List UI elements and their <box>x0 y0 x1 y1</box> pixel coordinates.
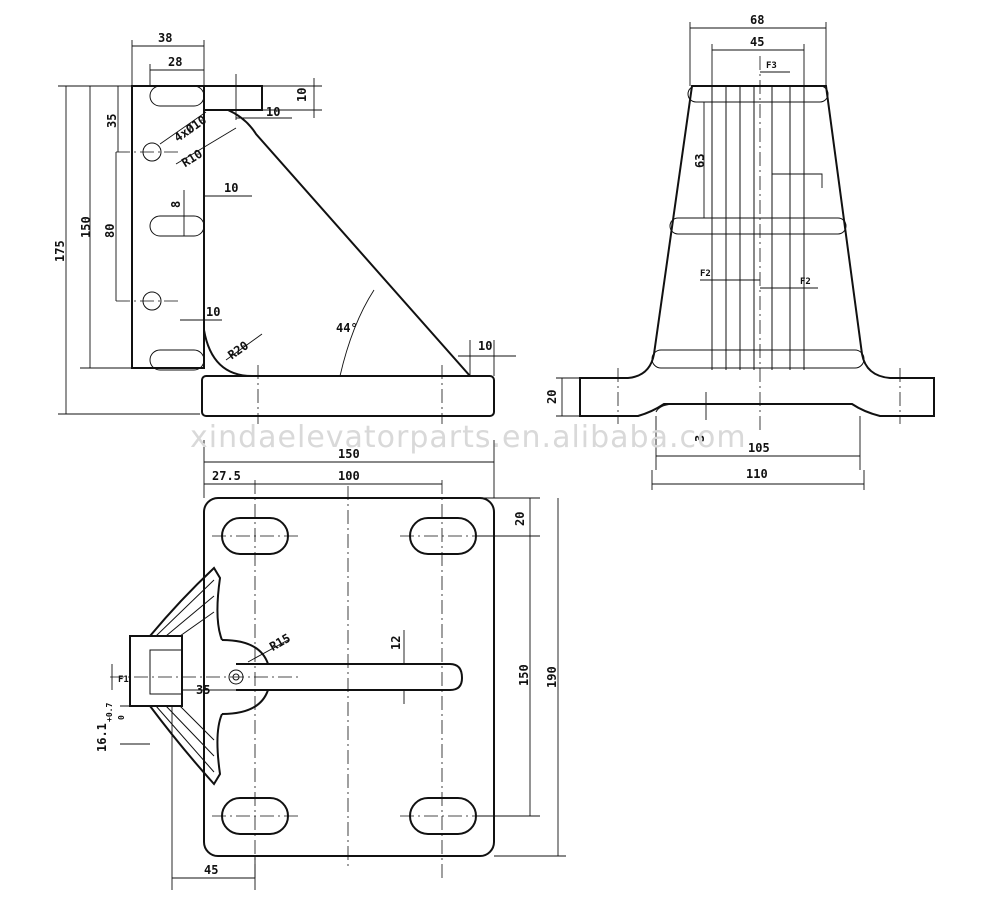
dim-100: 100 <box>338 469 360 483</box>
dim-190: 190 <box>545 666 559 688</box>
dim-tol-up: +0.7 <box>105 703 114 722</box>
dim-tol: 16.1 <box>95 723 109 752</box>
dim-12: 12 <box>389 636 403 650</box>
slot <box>149 215 205 237</box>
dim-80: 80 <box>103 224 117 238</box>
dim-20-top: 20 <box>513 512 527 526</box>
dim-r10: R10 <box>179 147 205 170</box>
label-f2-left: F2 <box>700 269 711 279</box>
fin-bottom <box>149 705 223 786</box>
top-view: 150 27.5 100 20 150 190 R15 12 F1 35 <box>95 440 566 890</box>
dim-r15: R15 <box>267 631 293 654</box>
dim-angle: 44° <box>336 321 358 335</box>
top-lug <box>203 85 263 111</box>
dim-45-top: 45 <box>204 863 218 877</box>
gusset-arm <box>236 663 464 691</box>
gusset <box>203 109 473 377</box>
bottom-bar <box>651 349 865 369</box>
label-f3: F3 <box>766 61 777 71</box>
slot <box>149 349 205 371</box>
dim-175: 175 <box>53 240 67 262</box>
dim-35: 35 <box>105 114 119 128</box>
dim-27-5: 27.5 <box>212 469 241 483</box>
boss <box>221 639 269 715</box>
dim-110: 110 <box>746 467 768 481</box>
dim-63: 63 <box>693 154 707 168</box>
dim-150-vert: 150 <box>517 664 531 686</box>
top-bar <box>687 85 829 103</box>
watermark: xindaelevatorparts.en.alibaba.com <box>190 420 747 455</box>
dim-10-right: 10 <box>478 339 492 353</box>
front-view: 68 45 F3 63 F2 F2 20 3 105 11 <box>545 13 935 490</box>
dim-r20: R20 <box>225 338 251 362</box>
side-view: 38 28 10 10 4xØ10 R10 35 150 175 8 <box>53 31 516 424</box>
base-plate-side <box>201 375 495 417</box>
dim-tol-low: 0 <box>117 715 126 720</box>
dim-10-top: 10 <box>295 88 309 102</box>
vertical-plate-top <box>129 635 183 707</box>
dim-10-lug: 10 <box>266 105 280 119</box>
dim-38: 38 <box>158 31 172 45</box>
dim-28: 28 <box>168 55 182 69</box>
slot <box>149 85 205 107</box>
dim-150-top: 150 <box>338 447 360 461</box>
label-f2-right: F2 <box>800 277 811 287</box>
dim-10-mid: 10 <box>224 181 238 195</box>
fin-top <box>149 566 223 641</box>
dim-35-top: 35 <box>196 683 210 697</box>
plate-notch <box>149 649 183 695</box>
dim-68: 68 <box>750 13 764 27</box>
dim-8: 8 <box>169 201 183 208</box>
dim-150-side: 150 <box>79 216 93 238</box>
base-plate-top <box>203 497 495 857</box>
dim-10-low: 10 <box>206 305 220 319</box>
dim-20-front: 20 <box>545 390 559 404</box>
dim-45: 45 <box>750 35 764 49</box>
label-f1: F1 <box>118 675 129 685</box>
tapered-body <box>579 85 935 417</box>
dim-3: 3 <box>693 435 707 442</box>
dim-105: 105 <box>748 441 770 455</box>
mid-bar <box>669 217 847 235</box>
